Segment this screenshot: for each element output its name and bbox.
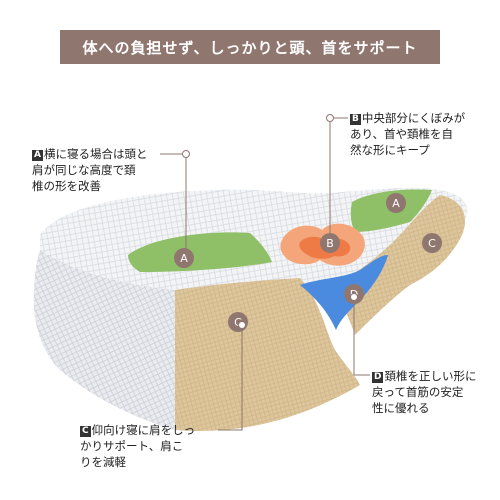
zone-a-left [128,232,272,272]
headline-text: 体への負担せず、しっかりと頭、首をサポート [82,38,418,57]
foam-cutaway-right [338,195,466,335]
zone-badge-a-right: A [386,193,406,213]
callout-a-tag: A [32,150,43,161]
callout-c-tag: C [80,426,91,437]
zone-badge-b: B [320,233,340,253]
pin-a [182,150,190,158]
zone-badge-a-left: A [174,248,194,268]
callout-d-tag: D [372,372,384,383]
pillow-front-surface [33,250,176,430]
zone-badge-c-right: C [422,233,442,253]
leader-d [353,297,370,376]
pin-c [238,321,246,329]
callout-b-tag: B [350,114,361,125]
foam-cutaway-front [175,278,360,431]
headline-banner: 体への負担せず、しっかりと頭、首をサポート [60,30,440,64]
pin-b [326,114,334,122]
leader-c [218,325,243,431]
pin-d [350,293,358,301]
